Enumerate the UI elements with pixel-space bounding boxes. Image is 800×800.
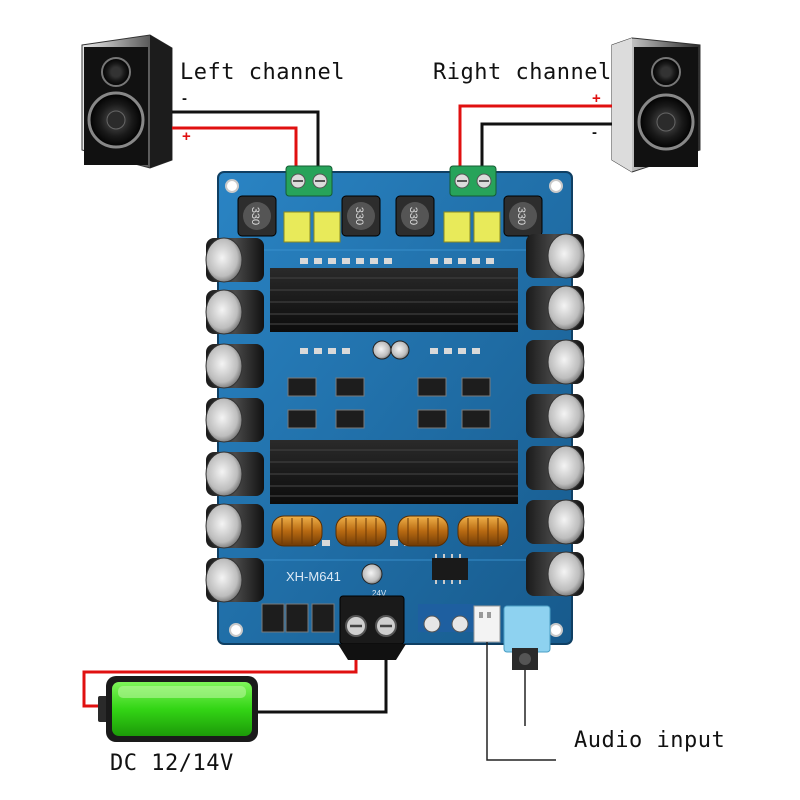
potentiometers bbox=[418, 604, 474, 633]
inductor-marking: 330 bbox=[249, 207, 261, 225]
right-speaker-terminal bbox=[449, 165, 497, 197]
right-speaker-icon bbox=[611, 37, 701, 173]
opamp-chip bbox=[432, 554, 468, 584]
inductor-marking: 330 bbox=[353, 207, 365, 225]
left-capacitor-column bbox=[205, 237, 264, 603]
upper-heatsink bbox=[270, 268, 518, 332]
smd-inductors: 330 330 330 330 bbox=[237, 195, 543, 237]
right-channel-label: Right channel bbox=[433, 60, 612, 85]
left-plus-sign: + bbox=[182, 128, 191, 145]
right-plus-sign: + bbox=[592, 90, 601, 107]
small-capacitors bbox=[361, 340, 410, 585]
right-capacitor-column bbox=[526, 233, 585, 597]
right-minus-sign: - bbox=[592, 124, 597, 141]
audio-input-leader bbox=[486, 642, 556, 761]
left-speaker-terminal bbox=[285, 165, 333, 197]
audio-connector bbox=[473, 605, 501, 643]
audio-jack-icon bbox=[503, 605, 551, 670]
board-model-label: XH-M641 bbox=[286, 569, 341, 584]
inductor-marking: 330 bbox=[407, 207, 419, 225]
power-terminal bbox=[338, 595, 406, 660]
toroid-inductors bbox=[271, 515, 509, 547]
board-voltage-label: 24V bbox=[372, 589, 387, 598]
audio-input-label: Audio input bbox=[574, 728, 726, 753]
inductor-marking: 330 bbox=[515, 207, 527, 225]
amplifier-board bbox=[217, 171, 573, 645]
left-speaker-icon bbox=[81, 34, 173, 169]
smd-diodes bbox=[261, 377, 491, 633]
battery-icon bbox=[98, 676, 258, 742]
power-wires bbox=[82, 660, 388, 714]
left-minus-sign: - bbox=[182, 90, 187, 107]
power-label: DC 12/14V bbox=[110, 751, 234, 776]
right-speaker-wires bbox=[458, 104, 612, 172]
yellow-capacitors bbox=[283, 211, 501, 243]
left-channel-label: Left channel bbox=[180, 60, 345, 85]
left-speaker-wires bbox=[172, 110, 320, 172]
lower-heatsink bbox=[270, 440, 518, 504]
